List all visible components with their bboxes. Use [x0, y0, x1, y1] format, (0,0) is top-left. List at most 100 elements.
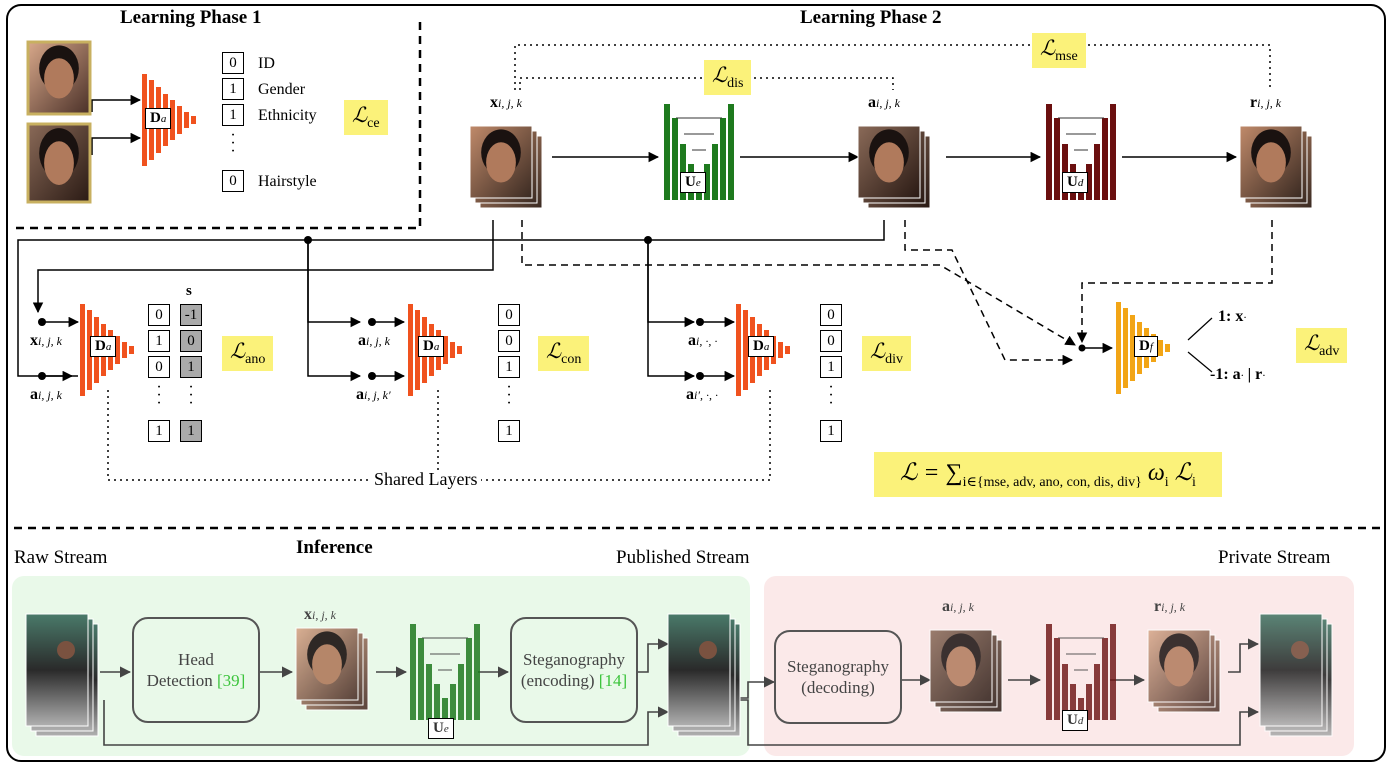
- steg-encoding-box: Steganography(encoding) [14]: [510, 617, 638, 723]
- ano-cell-2: 0: [148, 356, 170, 378]
- con-in2-sub: i, j, k′: [364, 388, 391, 402]
- var-r-name: r: [1250, 94, 1258, 111]
- ano-disc-sub: a: [105, 341, 112, 353]
- ano-input-x: xi, j, k: [30, 332, 62, 350]
- ano-dots: ···: [156, 379, 162, 412]
- var-x-phase2: xi, j, k: [490, 94, 522, 112]
- ano-in2-name: a: [30, 386, 38, 403]
- attr-id: ID: [258, 55, 275, 72]
- head-detection-line2: Detection: [146, 671, 213, 690]
- phase1-net-sub: a: [160, 113, 167, 125]
- inf-a-name: a: [942, 598, 950, 615]
- s-dots: ···: [188, 379, 194, 412]
- published-stream-label: Published Stream: [616, 547, 750, 568]
- adv-out2-text: -1: a: [1210, 366, 1241, 383]
- con-disc-sub: a: [433, 341, 440, 353]
- loss-dis: ℒdis: [704, 60, 752, 96]
- phase1-title: Learning Phase 1: [120, 7, 262, 28]
- loss-ce: ℒce: [344, 100, 388, 136]
- raw-stream-label: Raw Stream: [14, 547, 108, 568]
- face-x-inference: [295, 627, 369, 711]
- var-x-sub: i, j, k: [498, 96, 522, 110]
- s-cell-1: 0: [180, 330, 202, 352]
- total-loss-formula: ℒ = ∑i∈{mse, adv, ano, con, dis, div} ωi…: [874, 452, 1222, 497]
- s-header: s: [186, 283, 192, 299]
- div-in2-name: a: [686, 386, 694, 403]
- var-r-phase2: ri, j, k: [1250, 94, 1281, 112]
- phase1-face-male: [26, 122, 92, 204]
- face-r-phase2: [1239, 125, 1313, 209]
- steg-decoding-box: Steganography(decoding): [774, 630, 902, 724]
- total-loss-sum-sub: i∈{mse, adv, ano, con, dis, div}: [962, 474, 1142, 490]
- div-cell-0: 0: [820, 304, 842, 326]
- attr-ethnicity: Ethnicity: [258, 107, 317, 124]
- adv-out1-sub: ·: [1243, 310, 1247, 324]
- total-loss-omega-sub: i: [1164, 474, 1169, 490]
- ano-cell-1: 1: [148, 330, 170, 352]
- ano-input-a: ai, j, k: [30, 386, 62, 404]
- var-x-inference: xi, j, k: [304, 606, 336, 624]
- steg-enc-line2: (encoding): [520, 671, 595, 690]
- steg-dec-line2: (decoding): [801, 678, 875, 697]
- con-cell-2: 1: [498, 356, 520, 378]
- outer-frame: [6, 4, 1386, 762]
- con-in1-sub: i, j, k: [366, 334, 390, 348]
- con-disc-name: D: [423, 338, 434, 354]
- div-input-a1: ai, ·, ·: [688, 332, 717, 350]
- attr-gender: Gender: [258, 81, 306, 98]
- phase1-net-name: D: [150, 110, 161, 126]
- ano-in1-name: x: [30, 332, 38, 349]
- private-stream-frames: [1259, 613, 1333, 737]
- phase2-title: Learning Phase 2: [800, 7, 942, 28]
- loss-ano-symbol: ℒ: [230, 339, 246, 363]
- encoder-name: U: [685, 174, 696, 190]
- published-stream-bg: [12, 576, 750, 756]
- loss-mse: ℒmse: [1032, 33, 1086, 69]
- adv-out2b-sub: ·: [1262, 368, 1266, 382]
- head-detection-line1: Head: [178, 649, 214, 669]
- var-a-phase2: ai, j, k: [868, 94, 900, 112]
- total-loss-l-sub: i: [1191, 474, 1196, 490]
- face-a-phase2: [857, 125, 931, 209]
- total-loss-omega: ω: [1147, 460, 1165, 486]
- decoder-label-inference: Ud: [1062, 710, 1089, 731]
- inf-r-name: r: [1154, 598, 1162, 615]
- decoder-label-phase2: Ud: [1062, 172, 1089, 193]
- var-x-name: x: [490, 94, 498, 111]
- raw-stream-frames: [25, 613, 99, 737]
- attr-hairstyle: Hairstyle: [258, 173, 317, 190]
- ano-disc-label: Da: [90, 336, 117, 357]
- inf-r-sub: i, j, k: [1161, 600, 1186, 614]
- con-cell-0: 0: [498, 304, 520, 326]
- con-dots: ···: [506, 379, 512, 412]
- inf-encoder-name: U: [433, 720, 444, 736]
- ano-in1-sub: i, j, k: [38, 334, 62, 348]
- div-input-a2: ai′, ·, ·: [686, 386, 718, 404]
- s-cell-2: 1: [180, 356, 202, 378]
- steg-enc-line1: Steganography: [523, 649, 625, 669]
- loss-con-symbol: ℒ: [546, 339, 562, 363]
- loss-con: ℒcon: [538, 336, 590, 372]
- published-stream-frames: [667, 613, 741, 737]
- con-cell-3: 1: [498, 420, 520, 442]
- con-in1-name: a: [358, 332, 366, 349]
- phase1-dots: ···: [230, 127, 236, 160]
- div-in1-sub: i, ·, ·: [696, 334, 718, 348]
- encoder-label-inference: Ue: [428, 718, 454, 739]
- inf-x-name: x: [304, 606, 312, 623]
- loss-adv: ℒadv: [1296, 328, 1348, 364]
- face-x-phase2: [469, 125, 543, 209]
- decoder-unet-inference: [1046, 624, 1116, 720]
- loss-ano-sub: ano: [245, 352, 266, 368]
- loss-ano: ℒano: [222, 336, 274, 372]
- loss-div-symbol: ℒ: [870, 339, 886, 363]
- adv-disc-sub: f: [1149, 341, 1153, 353]
- var-r-sub: i, j, k: [1257, 96, 1282, 110]
- decoder-name: U: [1067, 174, 1078, 190]
- phase1-face-female: [26, 40, 92, 116]
- ano-in2-sub: i, j, k: [38, 388, 62, 402]
- inf-decoder-sub: d: [1077, 715, 1084, 727]
- loss-ce-sub: ce: [367, 116, 380, 132]
- phase1-cell-3: 0: [222, 170, 244, 192]
